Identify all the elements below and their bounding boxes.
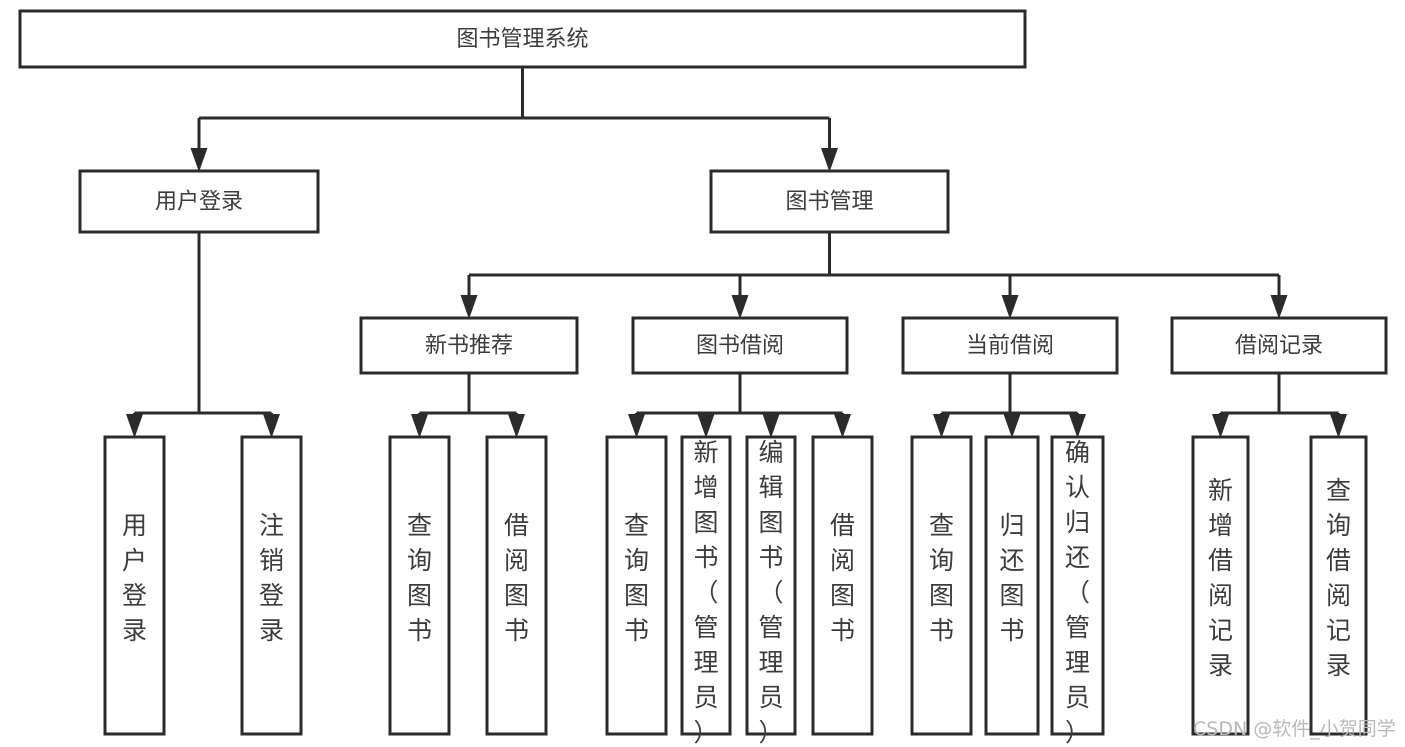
connector-group-current-borrow [933,373,1086,438]
node-label-leaf-query-book-3: 查询图书 [929,511,954,645]
node-borrow-record[interactable]: 借阅记录 [1170,316,1388,375]
node-leaf-query-record[interactable]: 查询借阅记录 [1309,435,1368,736]
node-box-new-book-recommend[interactable] [359,316,579,375]
node-leaf-borrow-book-1[interactable]: 借阅图书 [485,435,548,736]
node-box-leaf-return-book[interactable] [984,435,1040,736]
node-book-borrow[interactable]: 图书借阅 [631,316,849,375]
node-leaf-borrow-book-2[interactable]: 借阅图书 [811,435,874,736]
node-box-book-manage[interactable] [709,169,950,234]
node-label-new-book-recommend: 新书推荐 [425,334,513,359]
node-box-leaf-user-logout[interactable] [240,435,303,736]
node-leaf-confirm-return[interactable]: 确认归还（管理员） [1050,435,1105,747]
node-label-current-borrow: 当前借阅 [966,334,1054,359]
node-layer: 图书管理系统用户登录图书管理新书推荐图书借阅当前借阅借阅记录用户登录注销登录查询… [18,9,1388,747]
node-box-book-borrow[interactable] [631,316,849,375]
node-label-borrow-record: 借阅记录 [1235,334,1323,359]
node-label-leaf-return-book: 归还图书 [999,511,1024,645]
node-label-leaf-query-book-1: 查询图书 [407,511,432,645]
node-box-borrow-record[interactable] [1170,316,1388,375]
node-label-leaf-confirm-return: 确认归还（管理员） [1065,438,1090,747]
connector-group-new-book-recommend [411,373,525,438]
node-leaf-query-book-1[interactable]: 查询图书 [388,435,451,736]
connector-group-user-login [126,232,280,438]
node-new-book-recommend[interactable]: 新书推荐 [359,316,579,375]
node-leaf-user-login[interactable]: 用户登录 [103,435,166,736]
node-box-current-borrow[interactable] [901,316,1119,375]
connector-group-book-manage [460,232,1288,319]
node-leaf-return-book[interactable]: 归还图书 [984,435,1040,736]
node-box-leaf-query-record[interactable] [1309,435,1368,736]
node-user-login[interactable]: 用户登录 [78,169,320,234]
node-label-leaf-add-book: 新增图书（管理员） [693,438,718,747]
node-box-root[interactable] [18,9,1027,69]
connector-group-book-borrow [628,373,851,438]
node-leaf-add-book[interactable]: 新增图书（管理员） [680,435,732,747]
node-leaf-query-book-3[interactable]: 查询图书 [910,435,973,736]
node-box-leaf-borrow-book-1[interactable] [485,435,548,736]
node-label-leaf-user-login: 用户登录 [122,511,147,645]
node-box-leaf-add-record[interactable] [1191,435,1250,736]
node-box-leaf-query-book-2[interactable] [605,435,668,736]
node-box-leaf-borrow-book-2[interactable] [811,435,874,736]
node-leaf-add-record[interactable]: 新增借阅记录 [1191,435,1250,736]
node-box-user-login[interactable] [78,169,320,234]
node-label-root: 图书管理系统 [456,27,588,52]
node-box-leaf-confirm-return[interactable] [1050,435,1105,736]
node-label-book-manage: 图书管理 [785,190,873,215]
node-leaf-user-logout[interactable]: 注销登录 [240,435,303,736]
node-current-borrow[interactable]: 当前借阅 [901,316,1119,375]
node-label-leaf-edit-book: 编辑图书（管理员） [758,438,783,747]
node-root[interactable]: 图书管理系统 [18,9,1027,69]
node-box-leaf-add-book[interactable] [680,435,732,736]
node-label-leaf-user-logout: 注销登录 [259,511,284,645]
node-leaf-query-book-2[interactable]: 查询图书 [605,435,668,736]
node-leaf-edit-book[interactable]: 编辑图书（管理员） [745,435,797,747]
node-box-leaf-query-book-3[interactable] [910,435,973,736]
node-label-leaf-borrow-book-2: 借阅图书 [830,511,855,645]
connector-group-root [190,67,838,172]
node-box-leaf-edit-book[interactable] [745,435,797,736]
node-label-leaf-borrow-book-1: 借阅图书 [504,511,529,645]
node-box-leaf-query-book-1[interactable] [388,435,451,736]
node-label-book-borrow: 图书借阅 [696,334,784,359]
node-label-leaf-query-record: 查询借阅记录 [1326,476,1351,680]
connector-group-borrow-record [1212,373,1347,438]
node-label-leaf-query-book-2: 查询图书 [624,511,649,645]
node-box-leaf-user-login[interactable] [103,435,166,736]
node-label-leaf-add-record: 新增借阅记录 [1208,476,1233,680]
connector-layer [126,67,1347,438]
node-book-manage[interactable]: 图书管理 [709,169,950,234]
node-label-user-login: 用户登录 [155,190,243,215]
